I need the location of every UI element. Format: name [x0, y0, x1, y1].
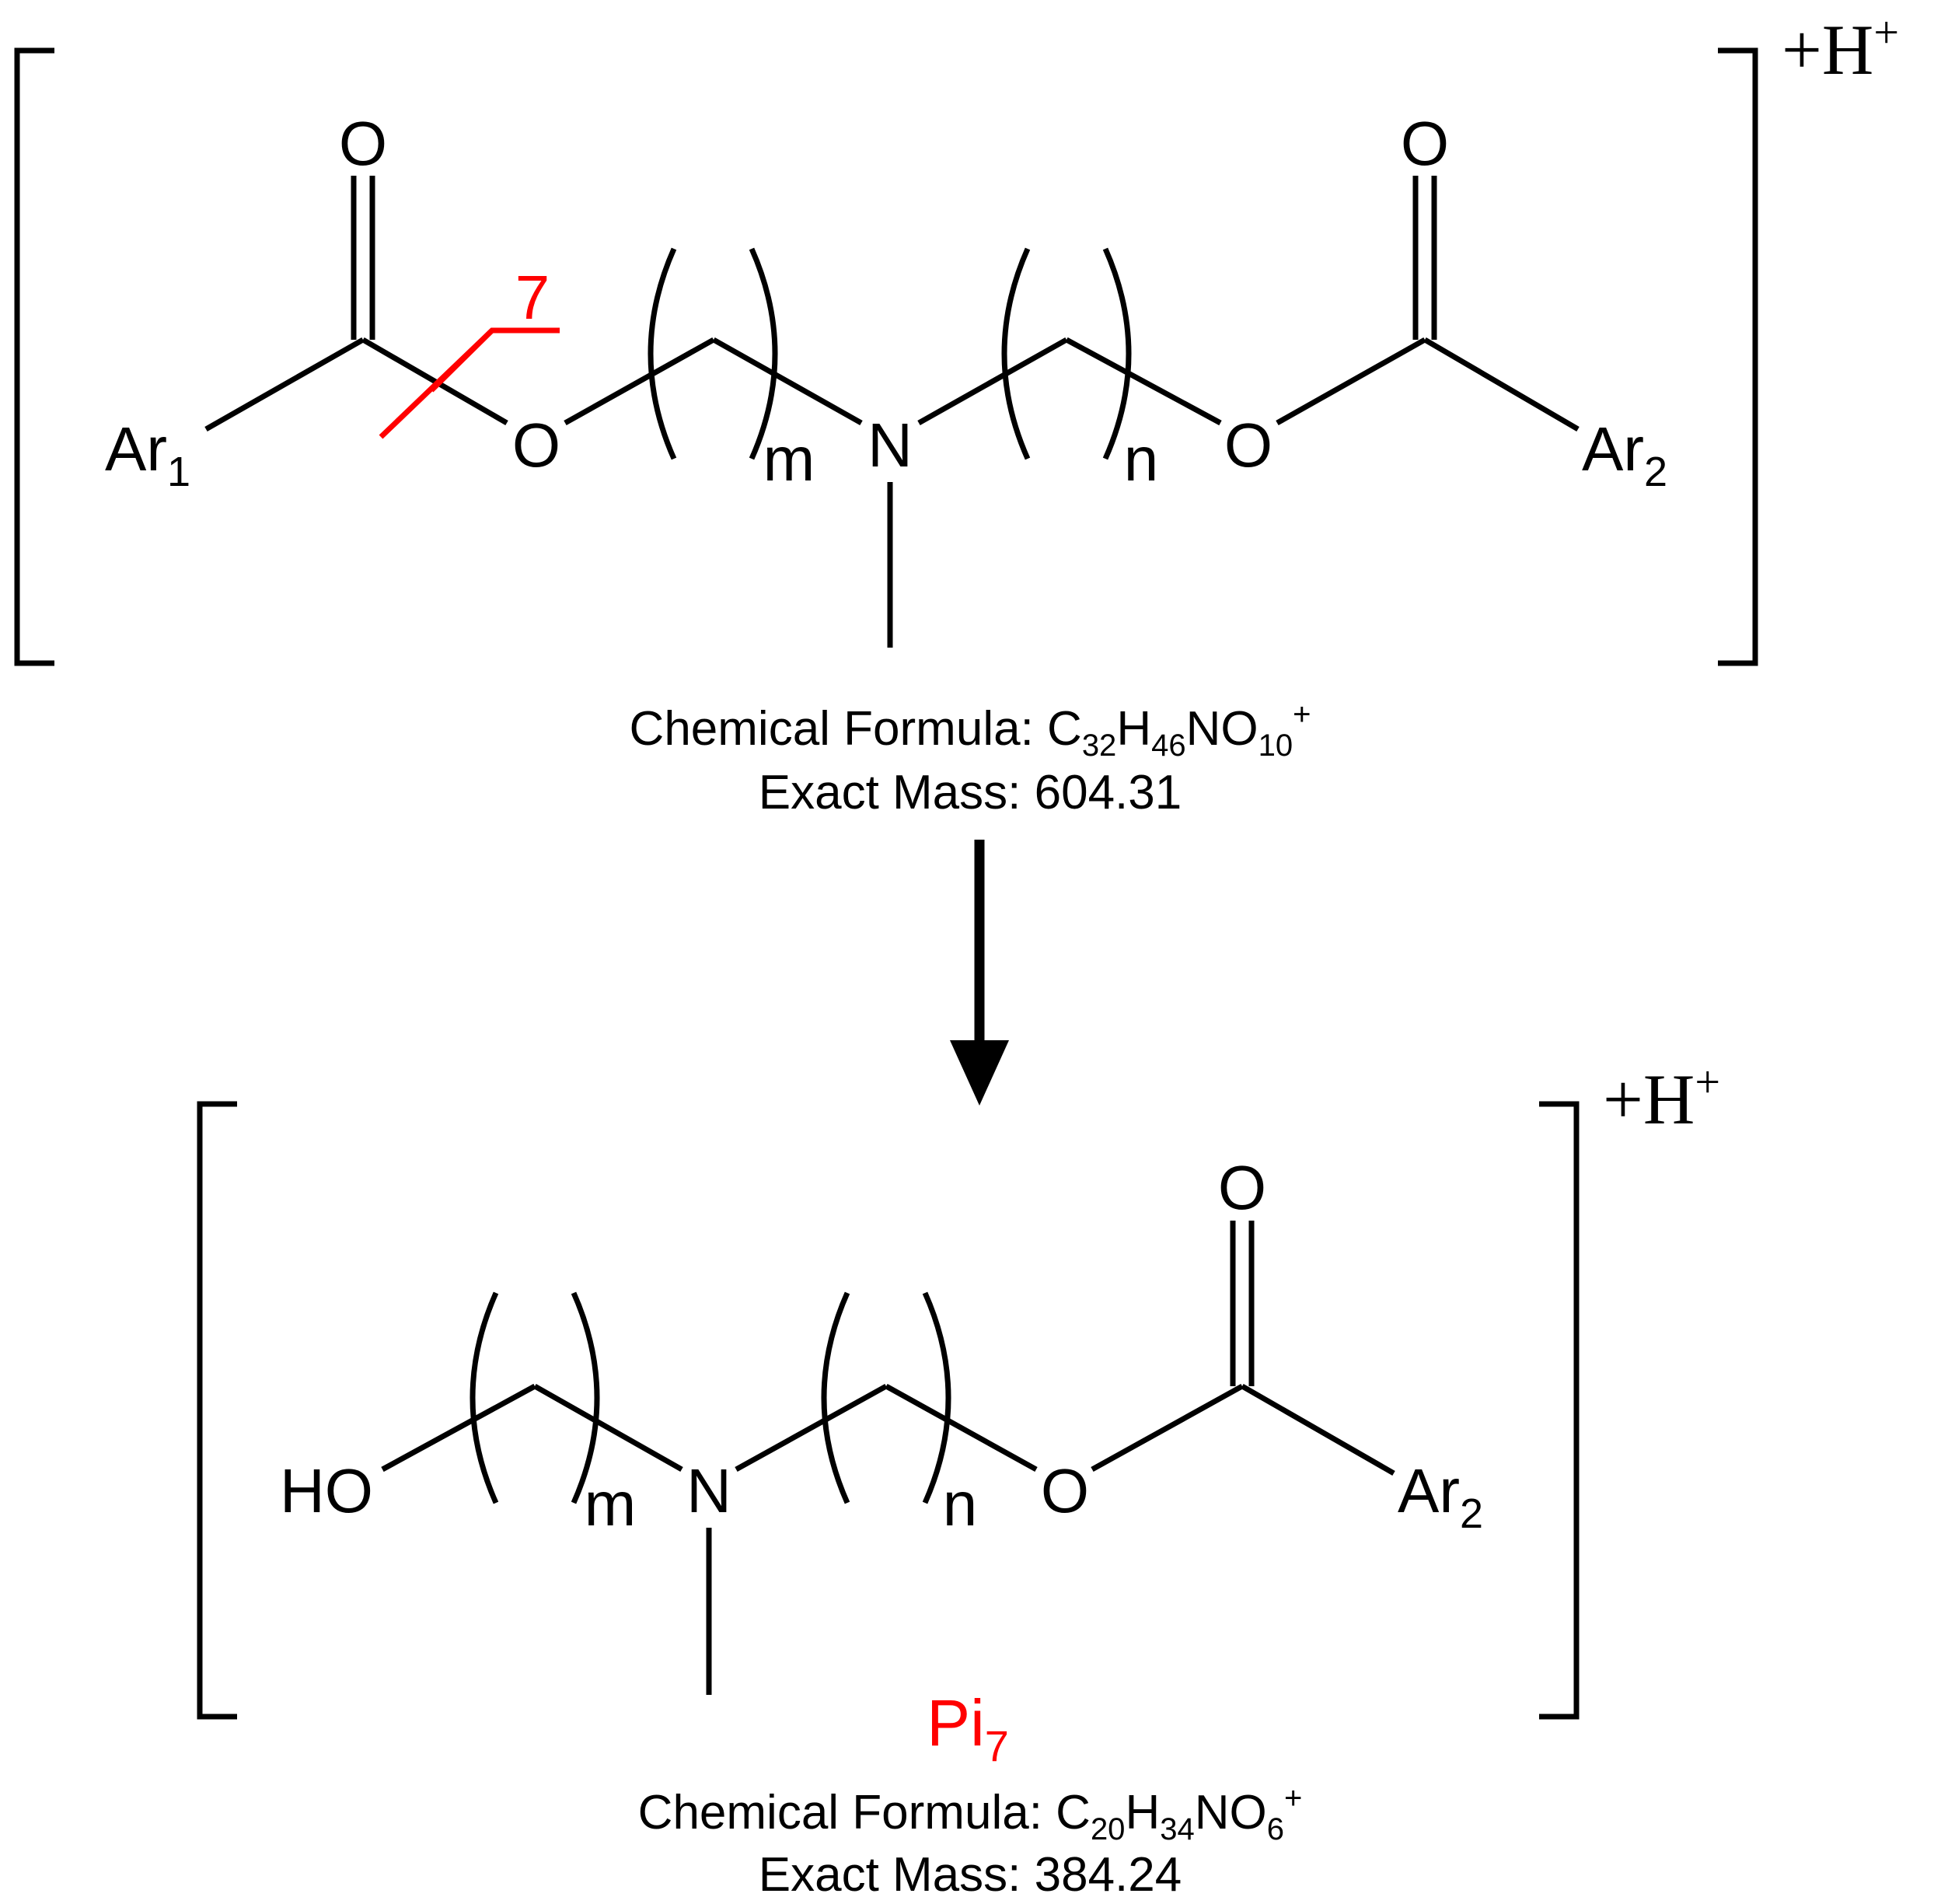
bond-ch2-oester: [885, 1383, 1038, 1473]
atom-n-center: N: [686, 1456, 731, 1525]
repeat-index-m: m: [585, 1469, 637, 1539]
atom-o-ester: O: [1041, 1456, 1089, 1525]
bond-n-ch2-right: [735, 1383, 888, 1473]
repeat-index-m: m: [763, 424, 815, 494]
product-left-bracket: [197, 1101, 237, 1720]
paren-m-right: [749, 247, 778, 460]
paren-m-left: [648, 247, 677, 460]
product-structure: HO m N n O O Ar2 +H+: [197, 1057, 1720, 1720]
precursor-left-bracket: [14, 47, 54, 666]
repeat-index-n: n: [1124, 424, 1159, 494]
product-right-bracket: [1539, 1101, 1580, 1720]
cleavage-tick: [429, 327, 560, 393]
bond-ch2-n-left: [533, 1383, 683, 1473]
atom-o-carbonyl: O: [1218, 1153, 1266, 1222]
atom-ar1: Ar1: [105, 414, 190, 495]
atom-o-carbonyl-left: O: [339, 109, 387, 178]
paren-n-left: [1001, 247, 1031, 460]
product-formula: Chemical Formula: C20H34NO6+: [638, 1781, 1303, 1846]
repeat-index-n: n: [943, 1469, 978, 1539]
bond-oester-c-right: [1276, 337, 1426, 426]
product-name: Pi7: [927, 1686, 1009, 1770]
cleavage-label: 7: [515, 263, 550, 332]
paren-n-right: [922, 1291, 951, 1504]
bond-ch2-n-left: [712, 337, 863, 426]
paren-n-left: [821, 1291, 850, 1504]
bond-ar1-c: [204, 337, 365, 432]
product-mass: Exact Mass: 384.24: [759, 1848, 1182, 1902]
precursor-formula: Chemical Formula: C32H46NO10+: [630, 697, 1311, 763]
paren-m-right: [571, 1291, 600, 1504]
bond-n-ch2-right: [917, 337, 1068, 426]
precursor-mass: Exact Mass: 604.31: [759, 766, 1182, 819]
paren-n-right: [1102, 247, 1132, 460]
bond-oester-c: [1091, 1383, 1244, 1473]
reaction-arrow: [950, 840, 1009, 1106]
bond-ch2-oester-right: [1065, 337, 1222, 426]
precursor-structure: 7 Ar1 O O m N n O O Ar2 +H+: [14, 7, 1899, 666]
atom-n-center: N: [868, 410, 913, 480]
atom-o-ester-right: O: [1224, 410, 1272, 480]
atom-ar2: Ar2: [1582, 414, 1667, 495]
atom-ar2: Ar2: [1398, 1456, 1483, 1537]
precursor-right-bracket: [1718, 47, 1758, 666]
product-charge: +H+: [1603, 1057, 1720, 1139]
precursor-charge: +H+: [1782, 7, 1899, 89]
bond-c-ar2: [1241, 1383, 1395, 1476]
bond-c-ar2: [1423, 337, 1580, 432]
bond-ho-ch2: [381, 1383, 536, 1473]
atom-ho: HO: [280, 1456, 373, 1525]
bond-c-oester-left: [361, 337, 508, 426]
atom-o-carbonyl-right: O: [1401, 109, 1449, 178]
paren-m-left: [470, 1291, 499, 1504]
bond-oester-ch2-left: [564, 337, 715, 426]
atom-o-ester-left: O: [512, 410, 560, 480]
